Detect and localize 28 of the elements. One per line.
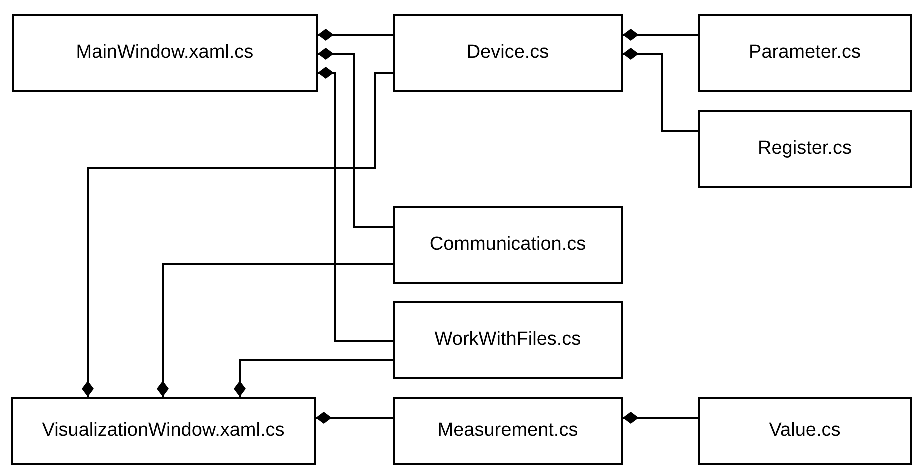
class-name: Parameter.cs — [749, 42, 861, 64]
class-name: Register.cs — [758, 138, 852, 160]
composition-connector — [318, 48, 393, 228]
composition-connector — [318, 29, 393, 41]
composition-connector — [623, 29, 698, 41]
class-name: Communication.cs — [430, 234, 586, 256]
class-box — [393, 14, 623, 92]
class-box — [698, 110, 912, 188]
class-box — [698, 14, 912, 92]
class-box — [12, 14, 318, 92]
composition-connector — [157, 263, 393, 397]
composition-connector — [234, 359, 393, 397]
composition-connector — [623, 412, 698, 424]
composition-connector — [623, 48, 698, 132]
composition-connector — [82, 72, 393, 397]
class-name: Value.cs — [769, 420, 841, 442]
composition-connector — [318, 67, 393, 342]
class-box — [393, 397, 623, 465]
class-box — [393, 206, 623, 284]
class-box — [393, 301, 623, 379]
class-name: Device.cs — [466, 42, 550, 64]
class-box — [698, 397, 912, 465]
class-name: MainWindow.xaml.cs — [76, 42, 254, 64]
class-name: WorkWithFiles.cs — [434, 329, 582, 351]
class-name: VisualizationWindow.xaml.cs — [42, 420, 285, 442]
class-box — [11, 397, 316, 465]
class-name: Measurement.cs — [438, 420, 578, 442]
composition-connector — [316, 412, 393, 424]
